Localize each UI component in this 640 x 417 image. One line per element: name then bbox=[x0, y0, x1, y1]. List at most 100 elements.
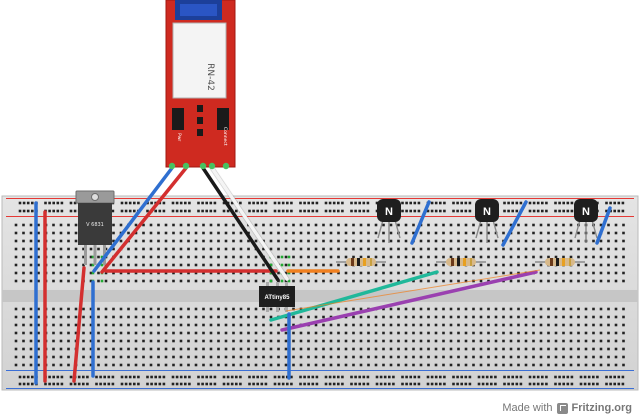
breadboard-hole bbox=[485, 375, 489, 379]
breadboard-hole bbox=[22, 231, 25, 235]
breadboard-hole bbox=[389, 239, 393, 243]
breadboard-hole bbox=[464, 279, 468, 283]
breadboard-hole bbox=[532, 209, 536, 213]
breadboard-hole bbox=[622, 307, 625, 311]
breadboard-hole bbox=[74, 315, 78, 319]
breadboard-hole bbox=[97, 315, 100, 319]
breadboard-hole bbox=[269, 363, 273, 367]
breadboard-hole bbox=[149, 355, 153, 359]
breadboard-hole bbox=[254, 263, 258, 267]
breadboard-hole bbox=[427, 263, 430, 267]
breadboard-hole bbox=[547, 223, 550, 227]
breadboard-hole bbox=[337, 271, 340, 275]
breadboard-hole bbox=[442, 271, 445, 275]
breadboard-hole bbox=[299, 231, 303, 235]
breadboard-hole bbox=[202, 331, 205, 335]
breadboard-hole bbox=[260, 382, 264, 386]
breadboard-hole bbox=[67, 355, 70, 359]
breadboard-hole bbox=[412, 279, 415, 283]
breadboard-hole bbox=[412, 355, 415, 359]
breadboard-hole bbox=[517, 263, 520, 267]
breadboard-hole bbox=[584, 331, 588, 335]
breadboard-hole bbox=[622, 315, 625, 319]
breadboard-hole bbox=[202, 355, 205, 359]
breadboard-hole bbox=[457, 339, 460, 343]
breadboard-hole bbox=[479, 331, 483, 335]
breadboard-hole bbox=[584, 363, 588, 367]
fritzing-brand-link[interactable]: Fritzing.org bbox=[571, 402, 633, 414]
breadboard-hole bbox=[404, 331, 408, 335]
breadboard-hole bbox=[479, 231, 483, 235]
breadboard-hole bbox=[397, 363, 400, 367]
breadboard-hole bbox=[104, 307, 108, 311]
breadboard-hole bbox=[22, 201, 26, 205]
breadboard-hole bbox=[397, 223, 400, 227]
breadboard-hole bbox=[89, 247, 93, 251]
breadboard-hole bbox=[382, 231, 385, 235]
breadboard-hole bbox=[592, 231, 595, 235]
rn42-module: RN-42 Pwr Connect bbox=[165, 0, 236, 170]
breadboard-hole bbox=[22, 223, 25, 227]
breadboard-hole bbox=[324, 375, 328, 379]
breadboard-hole bbox=[388, 382, 391, 386]
breadboard-hole bbox=[577, 247, 580, 251]
breadboard-hole bbox=[239, 263, 243, 267]
breadboard-hole bbox=[232, 355, 235, 359]
breadboard-hole bbox=[277, 239, 280, 243]
breadboard-hole bbox=[562, 307, 565, 311]
breadboard-hole bbox=[607, 255, 610, 259]
breadboard-hole bbox=[382, 323, 385, 327]
breadboard-hole bbox=[427, 279, 430, 283]
breadboard-hole bbox=[31, 382, 34, 386]
breadboard-hole bbox=[409, 209, 412, 213]
breadboard-hole bbox=[127, 323, 130, 327]
breadboard-hole bbox=[359, 339, 363, 343]
breadboard-hole bbox=[194, 315, 198, 319]
breadboard-hole bbox=[82, 347, 85, 351]
breadboard-hole bbox=[374, 339, 378, 343]
breadboard-hole bbox=[502, 247, 505, 251]
breadboard-hole bbox=[382, 339, 385, 343]
breadboard-hole bbox=[605, 382, 608, 386]
breadboard-hole bbox=[247, 355, 250, 359]
breadboard-hole bbox=[503, 375, 506, 379]
breadboard-hole bbox=[404, 231, 408, 235]
breadboard-hole bbox=[592, 375, 595, 379]
breadboard-hole bbox=[247, 255, 250, 259]
center-channel bbox=[2, 290, 638, 302]
breadboard-hole bbox=[158, 382, 162, 386]
breadboard-hole bbox=[622, 331, 625, 335]
breadboard-hole bbox=[315, 209, 319, 213]
breadboard-hole bbox=[164, 263, 168, 267]
breadboard-hole bbox=[452, 375, 455, 379]
breadboard-hole bbox=[344, 239, 348, 243]
breadboard-hole bbox=[517, 363, 520, 367]
breadboard-hole bbox=[502, 307, 505, 311]
breadboard-hole bbox=[509, 331, 513, 335]
breadboard-hole bbox=[412, 363, 415, 367]
breadboard-hole bbox=[252, 201, 255, 205]
breadboard-hole bbox=[111, 382, 115, 386]
breadboard-hole bbox=[67, 307, 70, 311]
breadboard-hole bbox=[329, 331, 333, 335]
breadboard-hole bbox=[307, 231, 310, 235]
breadboard-hole bbox=[307, 331, 310, 335]
breadboard-hole bbox=[607, 263, 610, 267]
breadboard-hole bbox=[569, 347, 573, 351]
breadboard-hole bbox=[52, 231, 55, 235]
breadboard-hole bbox=[622, 363, 625, 367]
breadboard-hole bbox=[52, 255, 55, 259]
breadboard-hole bbox=[292, 263, 295, 267]
breadboard-hole bbox=[307, 375, 310, 379]
breadboard-hole bbox=[134, 355, 138, 359]
breadboard-hole bbox=[205, 382, 208, 386]
breadboard-hole bbox=[452, 209, 455, 213]
breadboard-hole bbox=[412, 223, 415, 227]
breadboard-hole bbox=[254, 223, 258, 227]
breadboard-hole bbox=[179, 279, 183, 283]
breadboard-hole bbox=[592, 279, 595, 283]
breadboard-hole bbox=[172, 271, 175, 275]
breadboard-hole bbox=[248, 382, 251, 386]
breadboard-hole bbox=[442, 355, 445, 359]
breadboard-hole bbox=[562, 315, 565, 319]
